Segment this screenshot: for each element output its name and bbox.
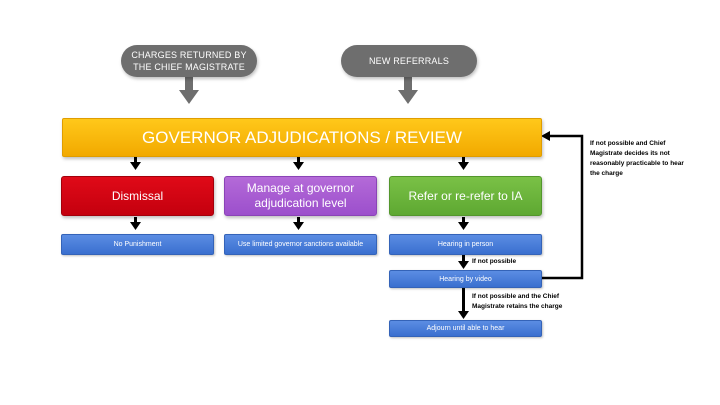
refer-label: Refer or re-refer to IA <box>408 188 523 203</box>
no-punishment-box: No Punishment <box>61 234 214 255</box>
charges-returned-pill: CHARGES RETURNED BY THE CHIEF MAGISTRATE <box>121 45 257 77</box>
pill-arrow-left <box>179 77 199 104</box>
feedback-arrowhead <box>541 131 550 141</box>
refer-box: Refer or re-refer to IA <box>389 176 542 216</box>
manage-label: Manage at governor adjudication level <box>246 181 355 210</box>
hearing-by-video-label: Hearing by video <box>439 275 492 283</box>
new-referrals-label: NEW REFERRALS <box>368 56 450 66</box>
dismissal-label: Dismissal <box>111 188 164 203</box>
governor-adjudications-bar: GOVERNOR ADJUDICATIONS / REVIEW <box>62 118 542 157</box>
hearing-in-person-label: Hearing in person <box>437 241 494 248</box>
if-not-possible-note: If not possible <box>472 258 517 265</box>
main-arrows <box>130 157 469 170</box>
retains-charge-note: If not possible and the Chief Magistrate… <box>472 293 563 310</box>
not-practicable-note: If not possible and Chief Magistrate dec… <box>590 140 684 177</box>
dismissal-box: Dismissal <box>61 176 214 216</box>
hearing-in-person-box: Hearing in person <box>389 234 542 255</box>
adjourn-box: Adjourn until able to hear <box>389 320 542 337</box>
limited-sanctions-box: Use limited governor sanctions available <box>224 234 377 255</box>
feedback-connector <box>541 134 584 280</box>
arrow-to-video <box>458 255 469 269</box>
manage-box: Manage at governor adjudication level <box>224 176 377 216</box>
limited-sanctions-label: Use limited governor sanctions available <box>237 241 364 248</box>
main-title: GOVERNOR ADJUDICATIONS / REVIEW <box>142 127 462 147</box>
hearing-by-video-box: Hearing by video <box>389 270 542 288</box>
arrow-to-adjourn <box>458 288 469 319</box>
no-punishment-label: No Punishment <box>113 241 162 248</box>
option-arrows <box>130 217 469 230</box>
charges-returned-label: CHARGES RETURNED BY THE CHIEF MAGISTRATE <box>131 50 247 72</box>
adjourn-label: Adjourn until able to hear <box>426 325 505 332</box>
pill-arrow-right <box>398 77 418 104</box>
new-referrals-pill: NEW REFERRALS <box>341 45 477 77</box>
